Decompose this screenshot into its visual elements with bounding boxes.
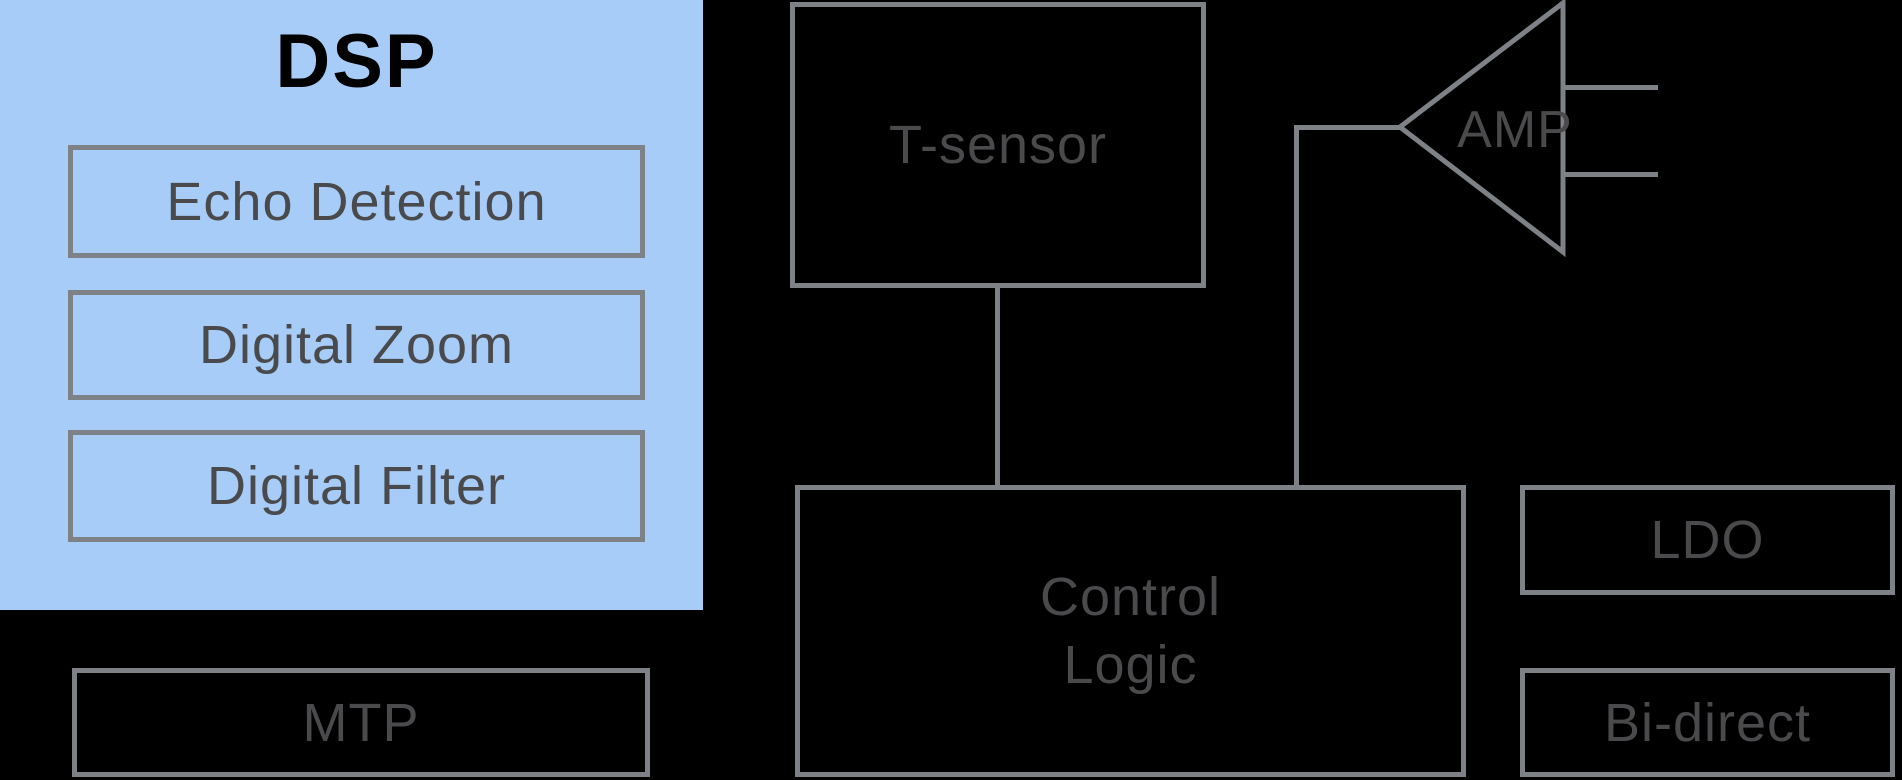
digital-zoom-block: Digital Zoom xyxy=(68,290,645,400)
wire-amp-output-bottom xyxy=(1563,172,1658,177)
dsp-block: DSP Echo Detection Digital Zoom Digital … xyxy=(0,0,703,610)
control-logic-label-line1: Control xyxy=(1039,567,1222,627)
digital-filter-block: Digital Filter xyxy=(68,430,645,542)
dsp-title: DSP xyxy=(275,19,438,104)
control-logic-label-line2: Logic xyxy=(1063,635,1198,695)
wire-amp-to-control-logic xyxy=(1294,125,1299,485)
echo-detection-label: Echo Detection xyxy=(166,171,547,232)
t-sensor-label: T-sensor xyxy=(888,115,1108,175)
ldo-label: LDO xyxy=(1650,510,1765,570)
echo-detection-block: Echo Detection xyxy=(68,145,645,258)
wire-tsensor-to-control-logic xyxy=(995,288,1000,485)
digital-filter-label: Digital Filter xyxy=(206,456,507,516)
wire-amp-input-horizontal xyxy=(1294,125,1404,130)
amp-label: AMP xyxy=(1457,101,1573,159)
amp-triangle-icon xyxy=(1395,0,1566,258)
digital-zoom-label: Digital Zoom xyxy=(198,315,515,375)
control-logic-block: Control Logic xyxy=(795,485,1466,777)
mtp-block: MTP xyxy=(72,668,650,777)
t-sensor-block: T-sensor xyxy=(790,2,1206,288)
wire-amp-output-top xyxy=(1563,85,1658,90)
ldo-block: LDO xyxy=(1520,485,1895,595)
bi-direct-label: Bi-direct xyxy=(1603,692,1812,753)
bi-direct-block: Bi-direct xyxy=(1520,668,1895,777)
mtp-label: MTP xyxy=(302,692,420,753)
